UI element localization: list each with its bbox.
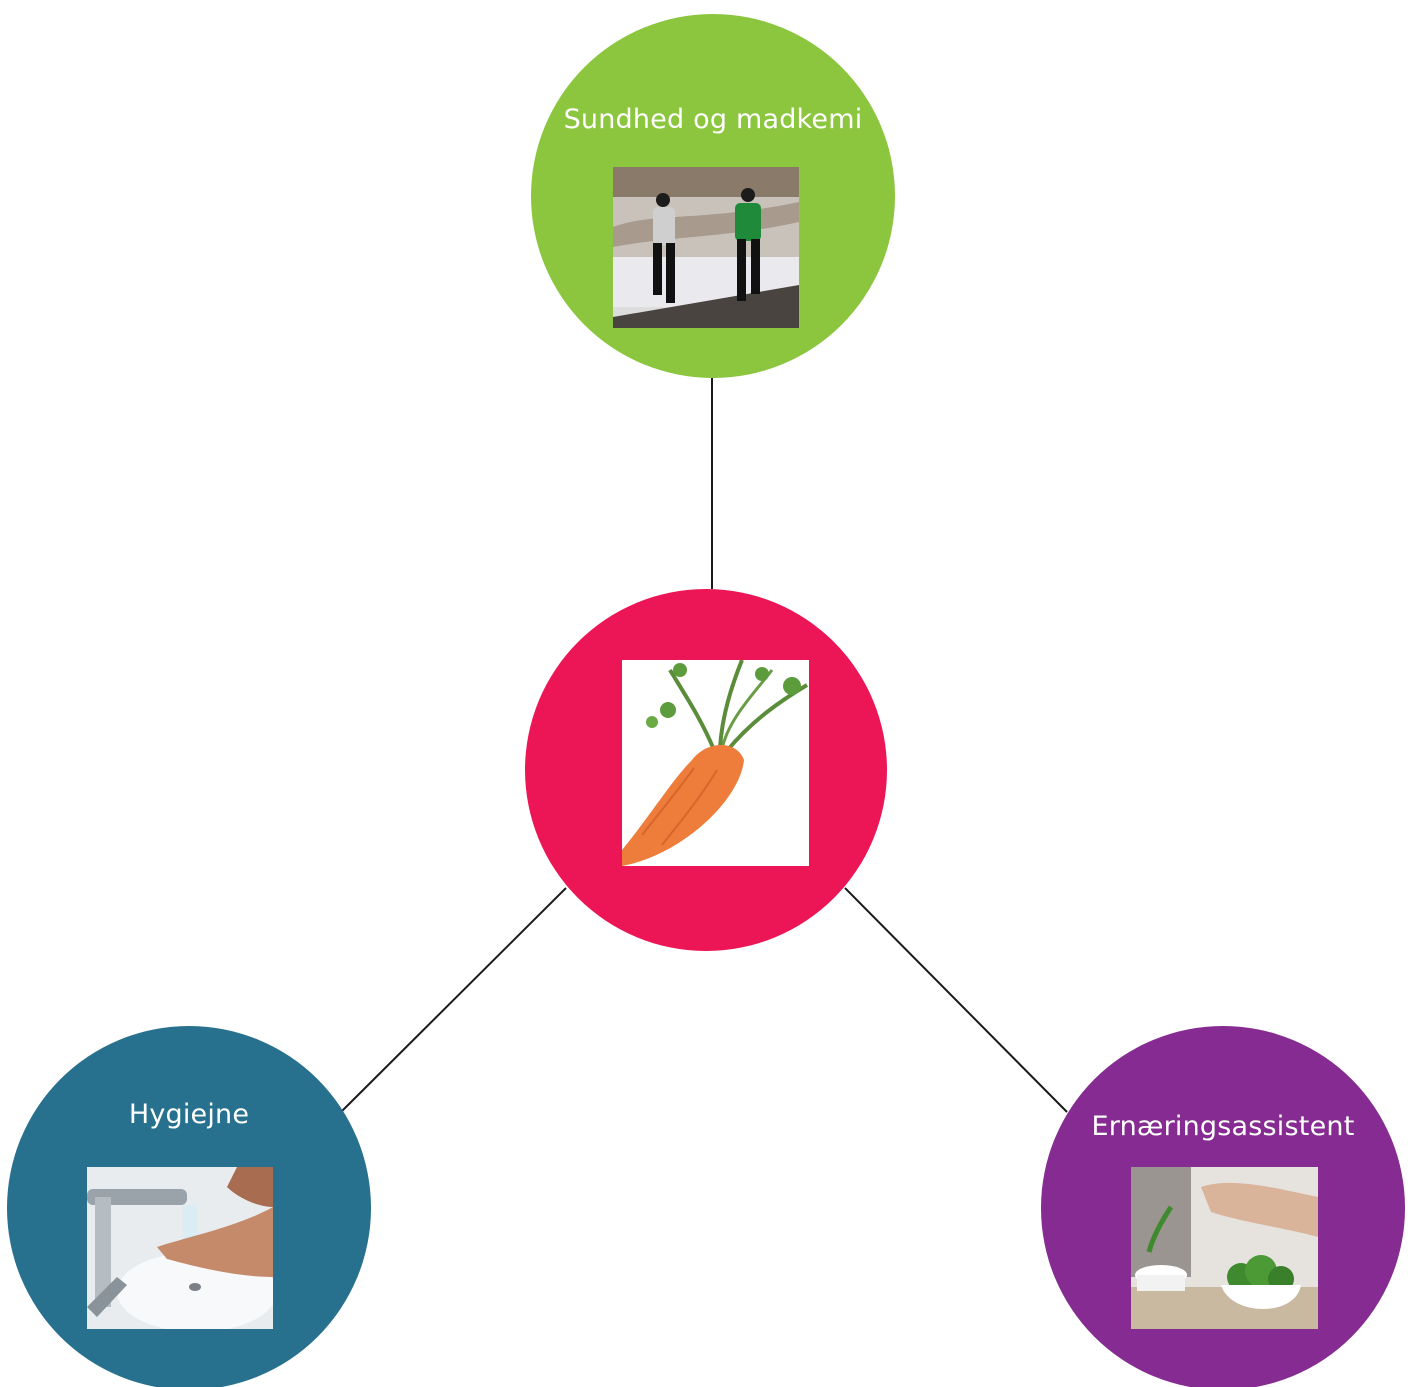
runners-photo xyxy=(613,167,799,328)
handwashing-photo xyxy=(87,1167,273,1329)
node-sundhed-og-madkemi: Sundhed og madkemi xyxy=(531,14,895,378)
node-label: Sundhed og madkemi xyxy=(563,104,863,135)
connector-center-right xyxy=(844,887,1068,1113)
connector-center-left xyxy=(340,887,567,1113)
node-center xyxy=(525,589,887,951)
carrot-photo xyxy=(622,660,809,866)
node-label: Hygiejne xyxy=(128,1099,250,1130)
node-ernaeringsassistent: Ernæringsassistent xyxy=(1041,1026,1405,1387)
node-hygiejne: Hygiejne xyxy=(7,1026,371,1387)
herbs-photo xyxy=(1131,1167,1318,1329)
node-label: Ernæringsassistent xyxy=(1091,1111,1355,1142)
